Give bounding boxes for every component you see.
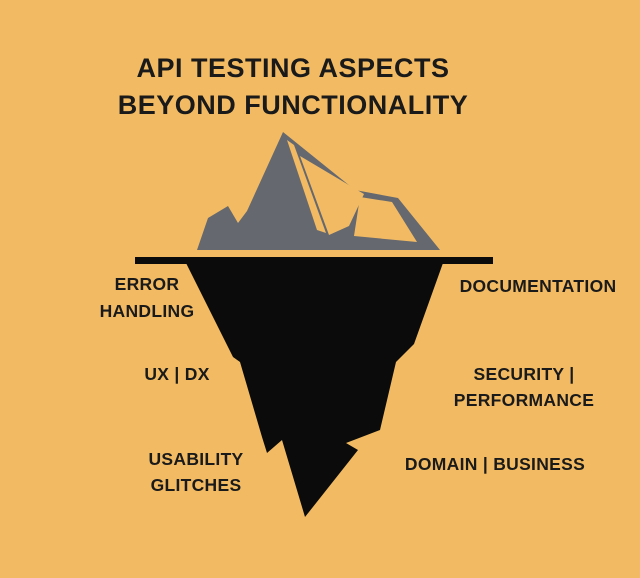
iceberg-facet-face bbox=[300, 156, 364, 235]
label-domain-business: DOMAIN | BUSINESS bbox=[405, 451, 585, 478]
iceberg-facet-block bbox=[354, 197, 417, 242]
iceberg-facet-slash bbox=[287, 140, 326, 233]
label-error-handling: ERROR HANDLING bbox=[100, 271, 195, 325]
page-title: API TESTING ASPECTS BEYOND FUNCTIONALITY bbox=[118, 50, 469, 124]
title-line-1: API TESTING ASPECTS bbox=[136, 53, 450, 83]
waterline bbox=[135, 257, 493, 264]
label-usability-glitches: USABILITY GLITCHES bbox=[148, 446, 243, 498]
label-error-handling-line-2: HANDLING bbox=[99, 301, 195, 321]
label-domain-business-text: DOMAIN | BUSINESS bbox=[404, 454, 586, 474]
iceberg-below-water-shape bbox=[186, 263, 443, 517]
label-security-performance-line-2: PERFORMANCE bbox=[453, 390, 595, 410]
label-documentation-text: DOCUMENTATION bbox=[459, 276, 617, 296]
iceberg-above-water bbox=[197, 132, 440, 250]
label-error-handling-line-1: ERROR bbox=[114, 274, 180, 294]
label-usability-glitches-line-1: USABILITY bbox=[148, 449, 244, 469]
label-security-performance: SECURITY | PERFORMANCE bbox=[454, 361, 594, 413]
label-documentation: DOCUMENTATION bbox=[460, 273, 617, 300]
label-ux-dx-text: UX | DX bbox=[144, 364, 210, 384]
label-ux-dx: UX | DX bbox=[144, 361, 209, 388]
label-usability-glitches-line-2: GLITCHES bbox=[150, 475, 242, 495]
label-security-performance-line-1: SECURITY | bbox=[473, 364, 575, 384]
title-line-2: BEYOND FUNCTIONALITY bbox=[117, 90, 469, 120]
